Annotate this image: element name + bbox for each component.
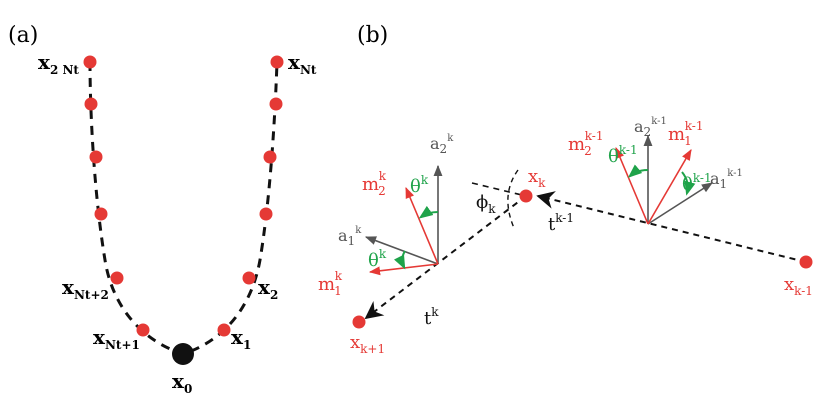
phi-arc — [507, 169, 519, 229]
bead — [94, 207, 108, 221]
label-a1k: a1k — [338, 225, 362, 248]
label-a2k: a2k — [430, 133, 454, 156]
label-thetak-top: θk — [410, 173, 429, 197]
label-xkm1: xk-1 — [784, 274, 813, 298]
label-xnt: xNt — [288, 50, 317, 77]
label-thetak-bot: θk — [368, 247, 387, 271]
bead — [259, 207, 273, 221]
thetak-arc-bot — [393, 250, 406, 270]
label-m2km1: m2k-1 — [568, 129, 603, 158]
label-m1k: m1k — [318, 269, 343, 298]
label-a1km1: a1k-1 — [710, 168, 743, 191]
panel-a-label: (a) — [8, 23, 38, 48]
bead — [242, 271, 256, 285]
m2km1-vector — [615, 146, 649, 225]
bead — [136, 323, 150, 337]
label-xnt2: xNt+2 — [62, 275, 109, 302]
m1km1-vector — [647, 149, 692, 225]
phi-extension — [471, 182, 527, 197]
bead — [270, 55, 284, 69]
bead — [269, 97, 283, 111]
bead — [217, 323, 231, 337]
panel-b-label: (b) — [357, 23, 388, 48]
label-m2k: m2k — [362, 169, 387, 198]
thetakm1-arc-top — [627, 164, 649, 178]
m2k-vector — [405, 186, 439, 265]
label-thetakm1-bot: θk-1 — [682, 171, 712, 195]
label-xk: xk — [528, 166, 546, 190]
label-thetakm1-top: θk-1 — [608, 143, 638, 167]
thetakm1-arc-bot — [681, 171, 696, 196]
label-a2km1: a2k-1 — [634, 116, 667, 139]
label-m1km1: m1k-1 — [668, 119, 703, 148]
label-x1: x1 — [231, 325, 251, 352]
a1km1-vector — [647, 182, 713, 225]
bead — [83, 55, 97, 69]
label-x2nt: x2 Nt — [38, 50, 79, 77]
chain-curve — [88, 61, 279, 356]
bond-tkm1 — [536, 191, 807, 263]
bond-tk — [364, 195, 527, 320]
bead — [110, 271, 124, 285]
label-xnt1: xNt+1 — [93, 325, 140, 352]
label-xkp1: xk+1 — [350, 332, 385, 356]
bead — [89, 150, 103, 164]
origin-bead — [172, 343, 194, 365]
thetak-arc-top — [418, 205, 439, 219]
bead — [263, 150, 277, 164]
bead-xkp1 — [352, 315, 366, 329]
a1k-vector — [364, 236, 439, 265]
label-tk: tk — [424, 305, 439, 329]
label-tkm1: tk-1 — [548, 211, 574, 235]
bead-xk — [519, 189, 533, 203]
label-x2: x2 — [258, 275, 278, 302]
bead-xkm1 — [799, 255, 813, 269]
label-phik: ϕk — [476, 192, 496, 216]
label-x0: x0 — [172, 369, 192, 396]
bead — [84, 97, 98, 111]
